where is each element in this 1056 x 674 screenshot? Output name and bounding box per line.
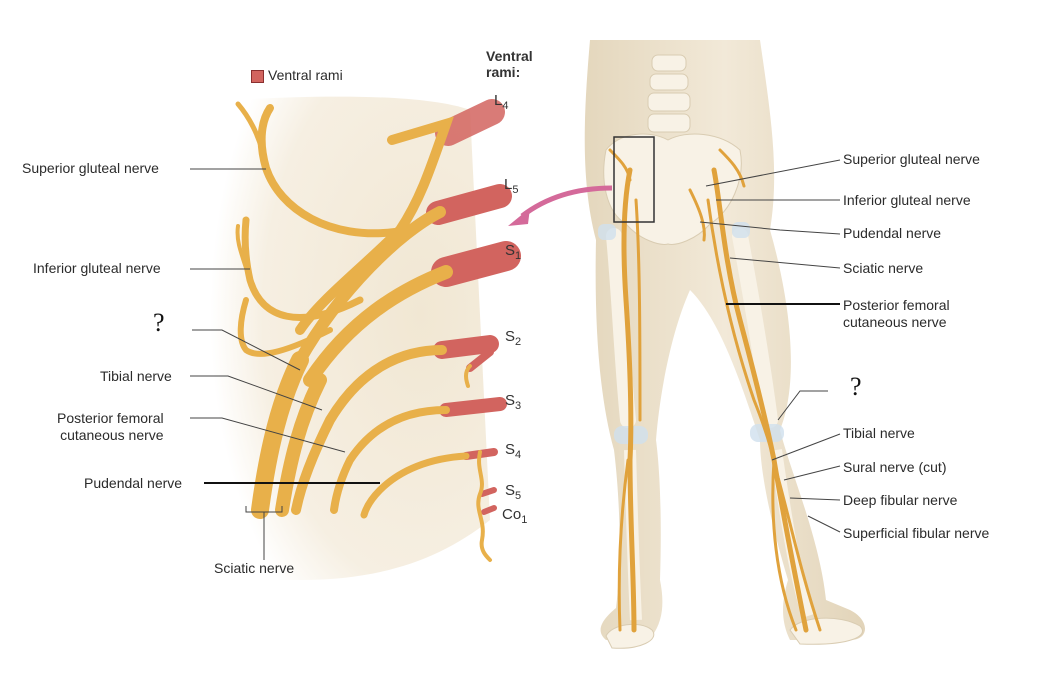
right-label-tibial: Tibial nerve <box>843 425 915 441</box>
right-label-inferior-gluteal: Inferior gluteal nerve <box>843 192 971 208</box>
left-label-unknown: ? <box>153 308 165 337</box>
focus-box <box>613 136 655 223</box>
legend-label: Ventral rami <box>268 67 343 83</box>
posterior-body <box>508 40 865 649</box>
segment-s3: S3 <box>505 392 522 412</box>
plexus-panel <box>190 96 521 580</box>
zoom-arrow <box>520 185 613 218</box>
segment-s5: S5 <box>505 482 522 502</box>
left-label-inferior-gluteal: Inferior gluteal nerve <box>33 260 161 276</box>
ventral-rami-swatch <box>251 70 264 83</box>
left-label-posterior-femoral: Posterior femoral cutaneous nerve <box>57 410 164 443</box>
plexus-leaders <box>190 168 380 560</box>
plexus-nerves <box>235 101 492 562</box>
left-label-tibial: Tibial nerve <box>100 368 172 384</box>
right-label-sural: Sural nerve (cut) <box>843 459 947 475</box>
ventral-rami <box>426 99 521 515</box>
right-label-posterior-femoral: Posterior femoral cutaneous nerve <box>843 297 950 330</box>
right-label-pudendal: Pudendal nerve <box>843 225 942 241</box>
left-label-sciatic: Sciatic nerve <box>214 560 295 576</box>
right-label-superior-gluteal: Superior gluteal nerve <box>843 151 980 167</box>
ventral-rami-header: Ventral rami: <box>486 48 533 80</box>
body-nerves <box>608 148 822 633</box>
right-label-deep-fibular: Deep fibular nerve <box>843 492 958 508</box>
left-label-superior-gluteal: Superior gluteal nerve <box>22 160 159 176</box>
segment-s1: S1 <box>505 242 522 262</box>
right-label-superficial-fibular: Superficial fibular nerve <box>843 525 990 541</box>
left-label-pudendal: Pudendal nerve <box>84 475 183 491</box>
segment-l4: L4 <box>494 92 509 112</box>
segment-l5: L5 <box>504 176 519 196</box>
segment-s4: S4 <box>505 441 522 461</box>
spine <box>647 54 691 133</box>
right-label-sciatic: Sciatic nerve <box>843 260 924 276</box>
body-leaders <box>699 159 841 533</box>
segment-s2: S2 <box>505 328 522 348</box>
right-label-unknown: ? <box>850 372 862 401</box>
segment-co1: Co1 <box>502 506 528 526</box>
